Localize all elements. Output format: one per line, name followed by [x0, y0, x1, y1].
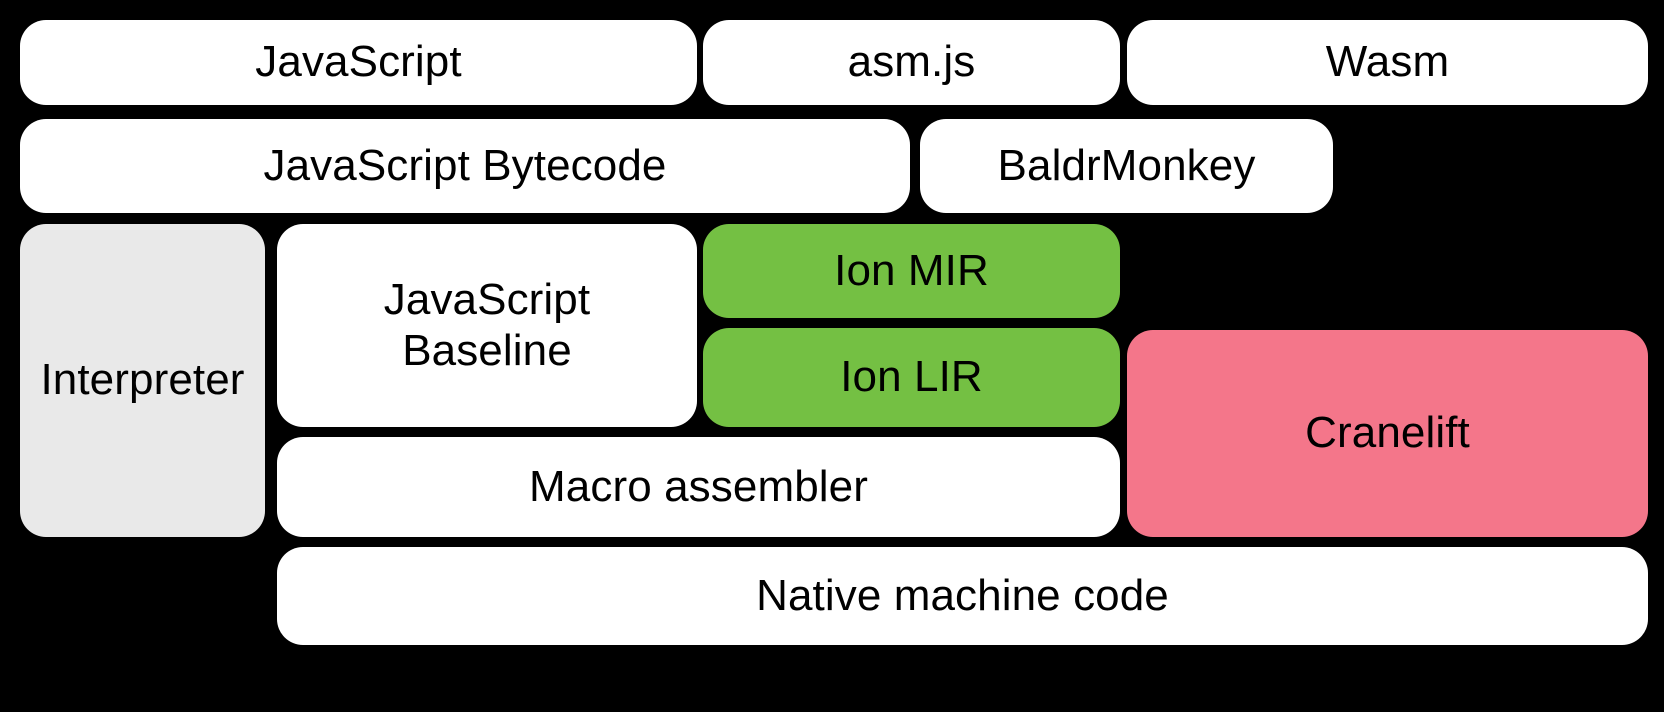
node-macro-assembler: Macro assembler	[277, 437, 1120, 537]
node-wasm: Wasm	[1127, 20, 1648, 105]
node-javascript-bytecode: JavaScript Bytecode	[20, 119, 910, 213]
node-asmjs: asm.js	[703, 20, 1120, 105]
node-ion-lir: Ion LIR	[703, 328, 1120, 427]
node-ion-mir: Ion MIR	[703, 224, 1120, 318]
node-javascript: JavaScript	[20, 20, 697, 105]
node-cranelift: Cranelift	[1127, 330, 1648, 537]
node-javascript-baseline: JavaScript Baseline	[277, 224, 697, 427]
node-baldrmonkey: BaldrMonkey	[920, 119, 1333, 213]
node-native-machine-code: Native machine code	[277, 547, 1648, 645]
node-interpreter: Interpreter	[20, 224, 265, 537]
